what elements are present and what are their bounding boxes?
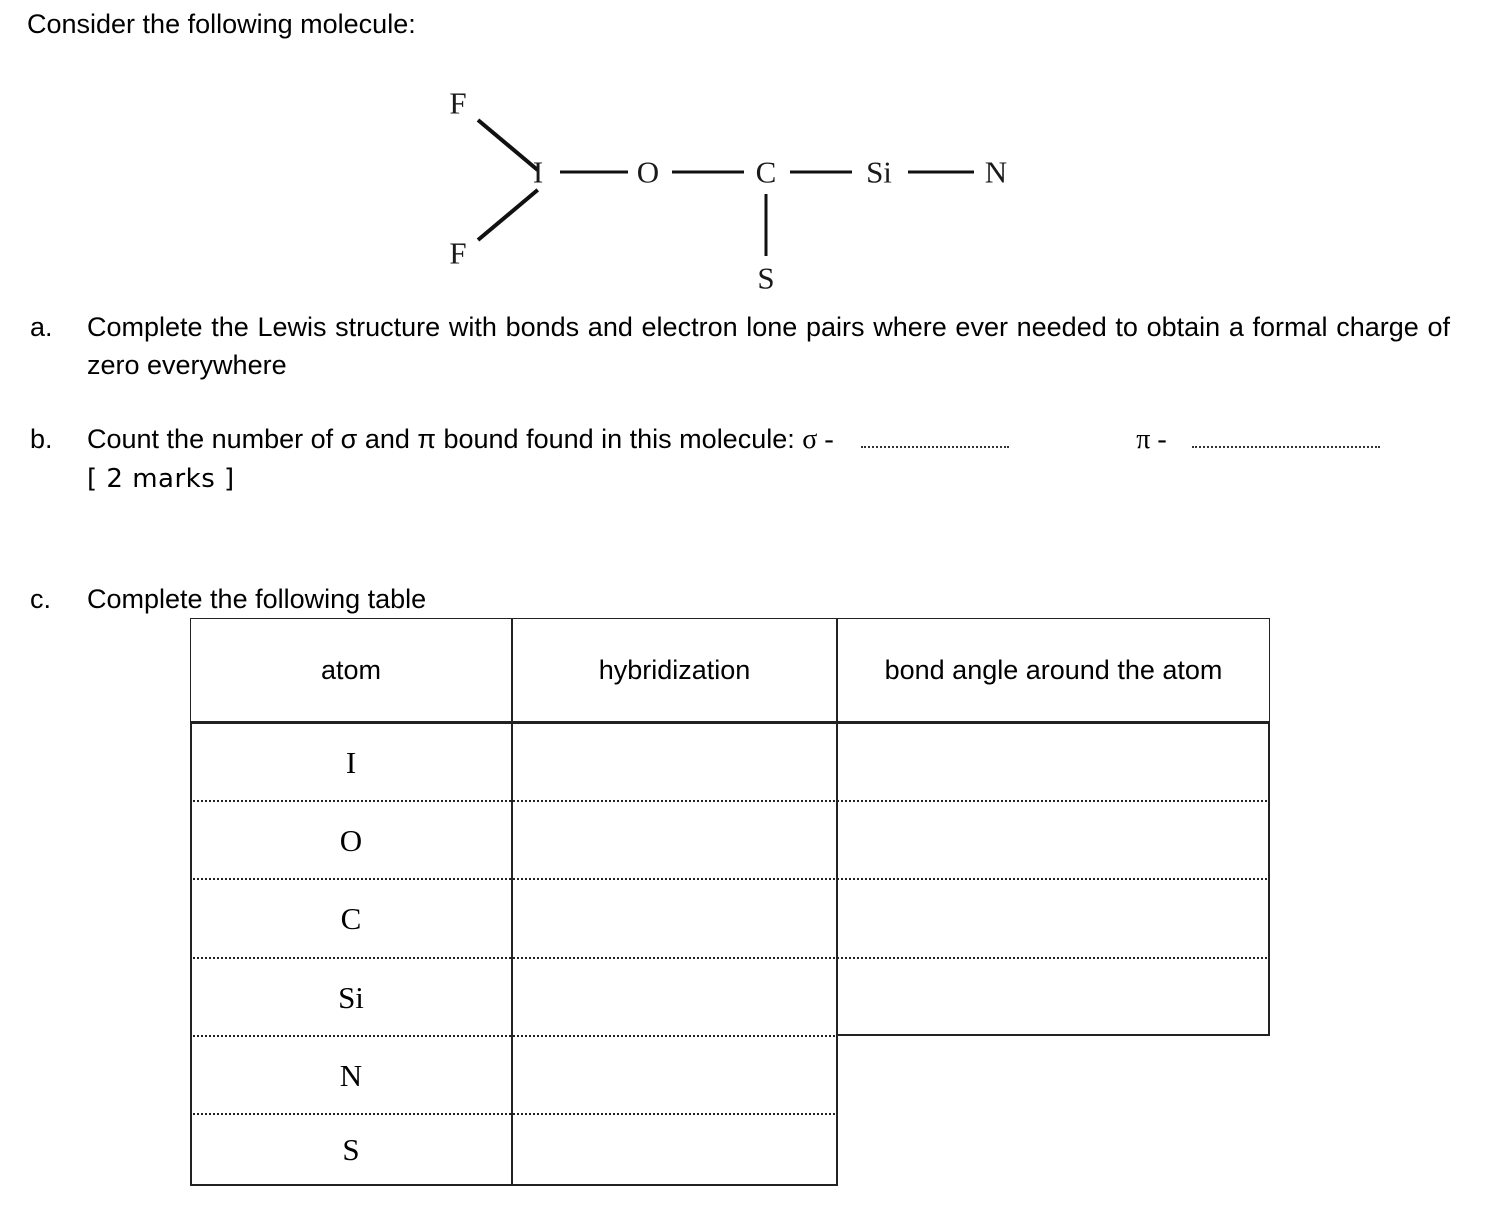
table-header-bond-angle: bond angle around the atom xyxy=(837,618,1270,722)
hybridization-cell-o[interactable] xyxy=(513,802,836,878)
bond-c-si xyxy=(790,170,852,174)
bond-angle-cell-c[interactable] xyxy=(838,880,1268,957)
table-row-separator-4-col12 xyxy=(190,1035,838,1037)
table-body-top-border xyxy=(190,722,1270,724)
atom-label-n: N xyxy=(984,154,1008,190)
hybridization-table: atom hybridization bond angle around the… xyxy=(190,618,1270,1186)
bond-o-c xyxy=(672,170,744,174)
question-b-text: Count the number of σ and π bound found … xyxy=(87,424,795,454)
bond-f-top-i xyxy=(476,118,540,172)
table-row-separator-2 xyxy=(190,878,1270,880)
table-row: O xyxy=(339,822,363,858)
marks-note: [ 2 marks ] xyxy=(87,464,235,494)
bond-f-bottom-i xyxy=(476,188,540,242)
table-row: N xyxy=(339,1057,363,1093)
table-row: I xyxy=(345,744,357,780)
hybridization-cell-s[interactable] xyxy=(513,1115,836,1184)
question-c-marker: c. xyxy=(30,584,52,614)
atom-label-s: S xyxy=(757,260,775,296)
page-intro-text: Consider the following molecule: xyxy=(27,9,416,39)
atom-label-f-bottom: F xyxy=(449,235,467,271)
sigma-label: σ - xyxy=(802,424,834,455)
sigma-answer-blank[interactable] xyxy=(861,426,1010,448)
atom-label-si: Si xyxy=(866,154,892,190)
table-right-border-col2 xyxy=(836,1035,838,1186)
atom-label-f-top: F xyxy=(449,85,467,121)
table-col3-bottom-border xyxy=(836,1034,1270,1036)
atom-label-i: I xyxy=(532,154,544,190)
hybridization-cell-si[interactable] xyxy=(513,959,836,1035)
question-b-marker: b. xyxy=(30,424,53,454)
bond-si-n xyxy=(908,170,974,174)
bond-angle-cell-o[interactable] xyxy=(838,802,1268,878)
table-row: Si xyxy=(338,979,364,1015)
table-row-separator-1 xyxy=(190,800,1270,802)
table-row: C xyxy=(340,901,362,936)
question-a-text: Complete the Lewis structure with bonds … xyxy=(87,312,1450,380)
table-row-separator-5 xyxy=(190,1113,838,1115)
table-header-hybridization: hybridization xyxy=(512,618,837,722)
bond-angle-cell-si[interactable] xyxy=(838,959,1268,1035)
hybridization-cell-n[interactable] xyxy=(513,1037,836,1113)
atom-label-o: O xyxy=(636,154,660,190)
bond-c-s xyxy=(764,194,768,256)
table-bottom-border xyxy=(190,1184,838,1186)
question-c-text: Complete the following table xyxy=(87,584,427,614)
question-b-body: Count the number of σ and π bound found … xyxy=(87,420,1470,499)
atom-label-c: C xyxy=(755,154,777,190)
hybridization-cell-i[interactable] xyxy=(513,724,836,800)
question-a-marker: a. xyxy=(30,312,53,342)
molecule-diagram: F F I O C Si N S xyxy=(0,70,1485,300)
table-header-atom: atom xyxy=(190,618,512,722)
pi-answer-blank[interactable] xyxy=(1192,426,1381,448)
bond-i-o xyxy=(560,170,628,174)
table-row: S xyxy=(342,1132,360,1167)
pi-label: π - xyxy=(1136,424,1167,455)
table-divider-col1-col2 xyxy=(511,722,513,1186)
bond-angle-cell-i[interactable] xyxy=(838,724,1268,800)
table-left-border xyxy=(190,722,192,1186)
hybridization-cell-c[interactable] xyxy=(513,880,836,957)
table-row-separator-3 xyxy=(190,957,1270,959)
